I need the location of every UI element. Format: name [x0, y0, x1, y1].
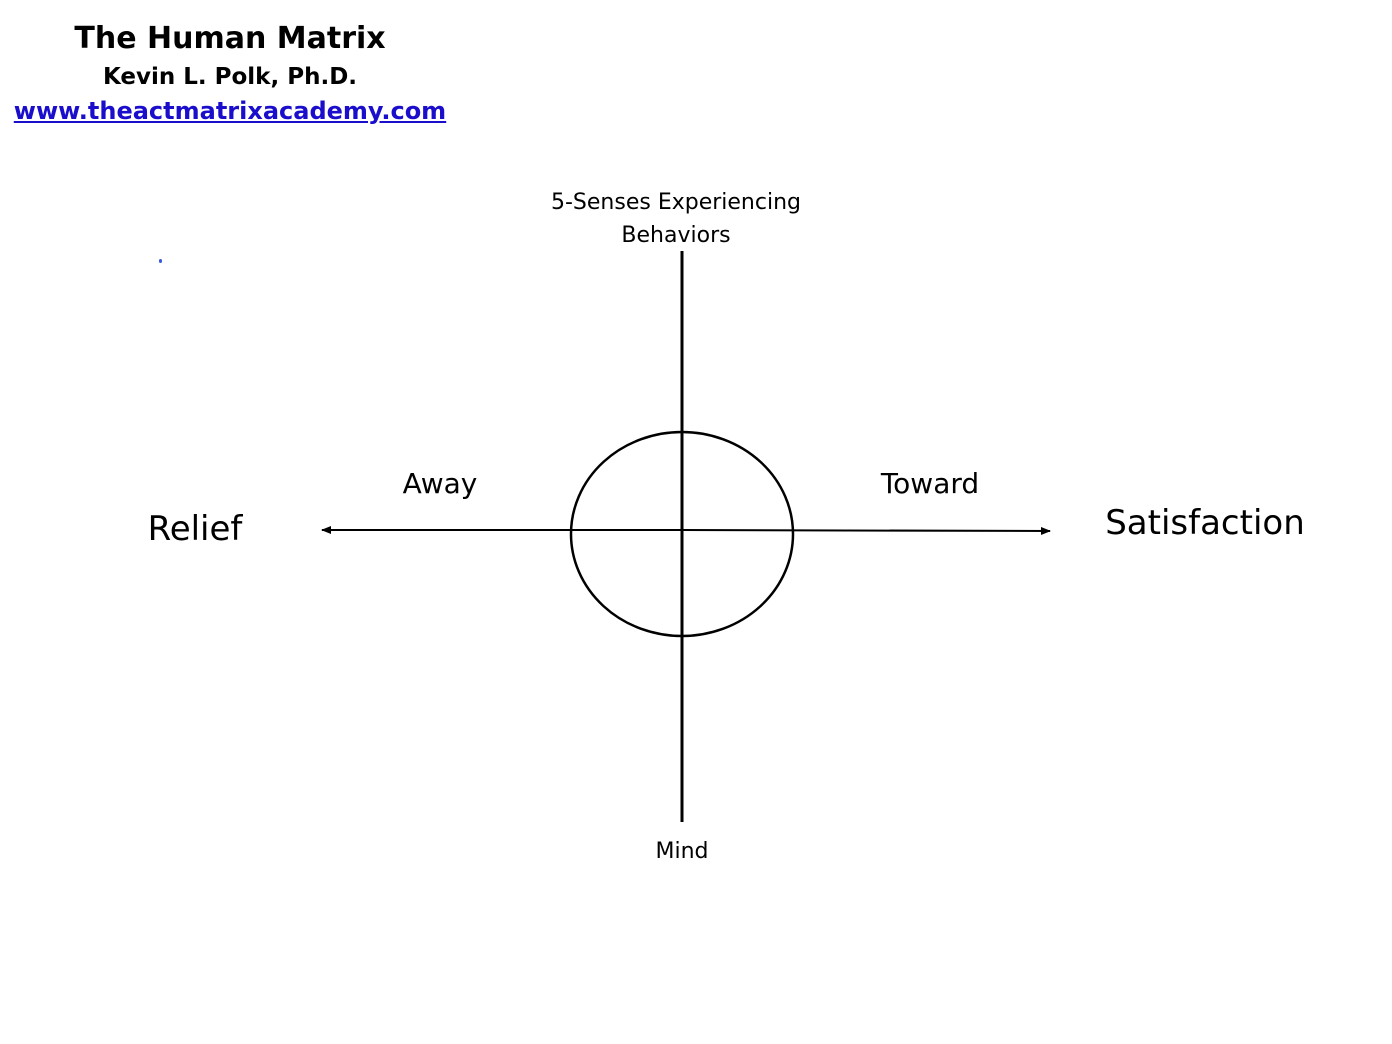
satisfaction-label: Satisfaction [1105, 503, 1305, 543]
header: The Human Matrix Kevin L. Polk, Ph.D. ww… [0, 18, 460, 128]
toward-label: Toward [880, 467, 980, 500]
center-circle [569, 430, 795, 638]
away-label: Away [402, 467, 478, 500]
stray-mark [159, 259, 162, 263]
page-title: The Human Matrix [74, 21, 386, 56]
relief-label: Relief [147, 509, 243, 549]
bottom-axis-label: Mind [655, 839, 709, 864]
top-axis-label-line2: Behaviors [621, 223, 731, 248]
top-axis-label: 5-Senses Experiencing Behaviors [496, 186, 856, 252]
top-axis-label-line1: 5-Senses Experiencing [550, 190, 801, 215]
horizontal-axis-right-arrow [681, 526, 1051, 535]
author-name: Kevin L. Polk, Ph.D. [102, 64, 358, 90]
website-link[interactable]: www.theactmatrixacademy.com [13, 97, 447, 125]
